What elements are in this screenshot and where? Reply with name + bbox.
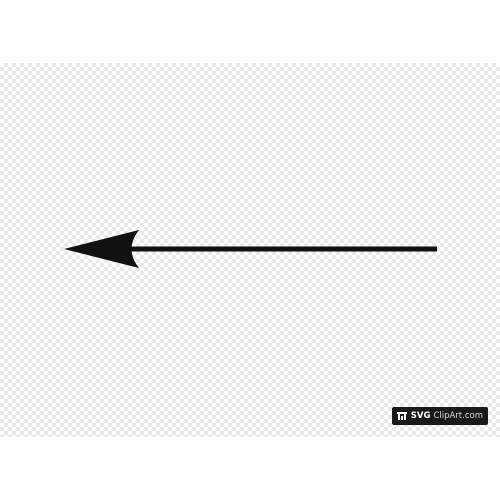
arrowhead (64, 230, 139, 268)
left-arrow-icon (64, 230, 437, 268)
svgclipart-logo-icon (396, 412, 407, 420)
watermark-site: ClipArt.com (433, 411, 483, 421)
watermark-brand: SVG (410, 411, 431, 421)
